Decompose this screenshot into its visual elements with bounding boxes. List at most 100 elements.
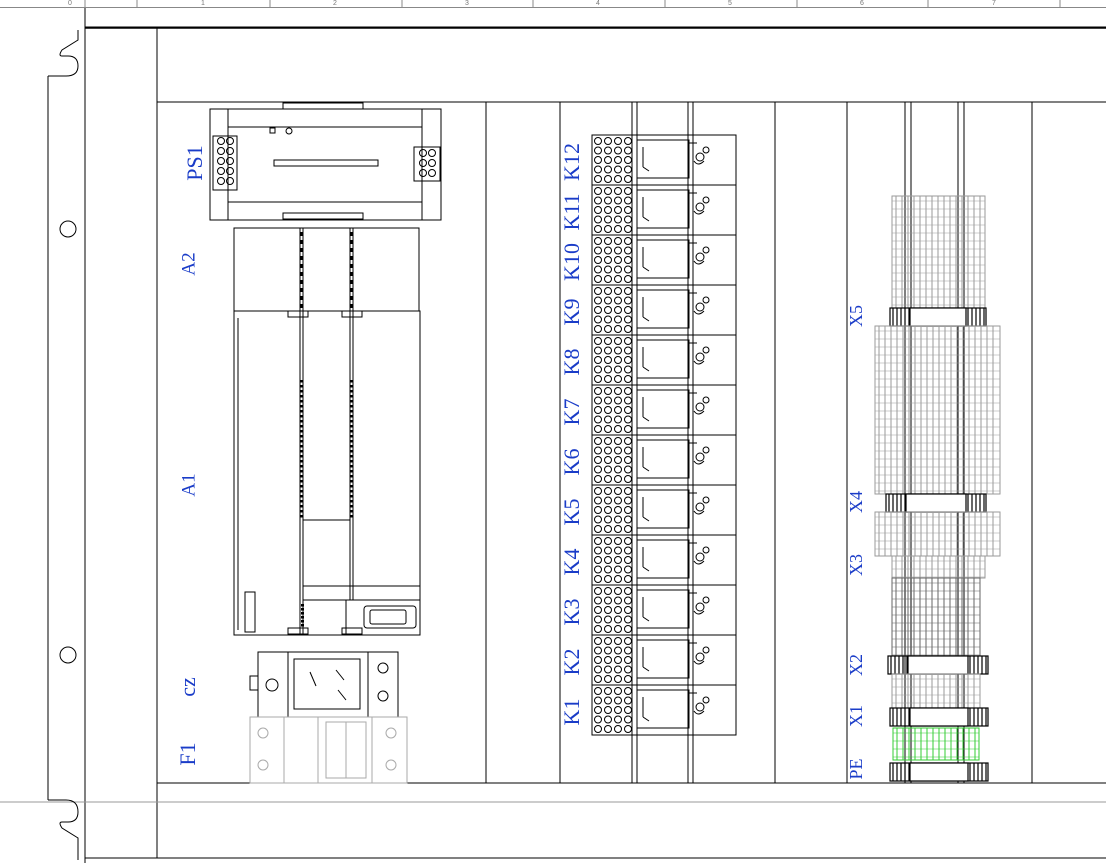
- relay-terminal-screw: [604, 356, 612, 364]
- relay-terminal-screw: [614, 606, 622, 614]
- relay-terminal-screw: [624, 196, 632, 205]
- relay-terminal-screw: [594, 196, 602, 205]
- plc-led: [300, 430, 303, 433]
- relay-terminal-screw: [604, 646, 612, 655]
- relay-terminal-screw: [594, 437, 602, 445]
- plc-led: [300, 400, 303, 403]
- relay-terminal-screw: [604, 165, 612, 174]
- plc-led: [350, 510, 353, 513]
- relay-terminal-screw: [614, 246, 622, 255]
- plc-led: [350, 410, 353, 413]
- plc-led: [300, 475, 303, 478]
- relay-terminal-screw: [594, 337, 602, 345]
- relay-terminal-screw: [594, 246, 602, 255]
- label-relay-k6: K6: [559, 449, 584, 476]
- relay-terminal-screw: [604, 237, 612, 245]
- ps1-input-screw: [217, 137, 225, 145]
- relay-terminal-screw: [614, 256, 622, 264]
- label-ps1: PS1: [182, 145, 207, 180]
- relay-terminal-screw: [594, 446, 602, 455]
- ruler-tick-1: 1: [201, 0, 205, 7]
- relay-terminal-screw: [604, 637, 612, 645]
- relay-terminal-screw: [594, 556, 602, 564]
- relay-terminal-screw: [614, 665, 622, 674]
- relay-k1: [591, 684, 737, 736]
- relay-terminal-screw: [594, 237, 602, 245]
- relay-terminal-screw: [604, 596, 612, 605]
- ps1-output-screw: [419, 149, 427, 157]
- plc-led: [301, 604, 304, 607]
- label-relay-k4: K4: [559, 549, 584, 576]
- plc-led: [300, 445, 303, 448]
- label-x2: X2: [846, 654, 866, 676]
- terminal-block-pe: [892, 727, 980, 761]
- terminal-block-x4: [874, 325, 1001, 495]
- plc-led: [350, 296, 353, 300]
- plc-led: [300, 390, 303, 393]
- relay-k3: [591, 584, 737, 636]
- relay-terminal-screw: [594, 575, 602, 583]
- relay-terminal-screw: [624, 606, 632, 614]
- relay-terminal-screw: [594, 356, 602, 364]
- plc-a1: [233, 310, 421, 636]
- relay-terminal-screw: [614, 615, 622, 624]
- relay-terminal-screw: [624, 187, 632, 195]
- plc-led: [350, 470, 353, 473]
- plc-led: [350, 248, 353, 252]
- relay-terminal-screw: [614, 565, 622, 574]
- relay-terminal-screw: [614, 356, 622, 364]
- relay-terminal-screw: [594, 496, 602, 505]
- relay-terminal-screw: [604, 546, 612, 555]
- end-stop-x2: [887, 655, 989, 675]
- relay-k12: [591, 134, 737, 186]
- relay-terminal-screw: [604, 146, 612, 155]
- relay-terminal-screw: [614, 406, 622, 414]
- relay-terminal-screw: [614, 206, 622, 214]
- terminal-block-x5: [891, 195, 986, 309]
- relay-din-rail: [631, 102, 694, 783]
- plc-led: [350, 450, 353, 453]
- relay-terminal-screw: [614, 556, 622, 564]
- plc-led: [300, 380, 303, 383]
- plc-led: [350, 232, 353, 236]
- plc-io-leds: [300, 232, 353, 627]
- relay-terminal-screw: [614, 715, 622, 724]
- relay-terminal-screw: [614, 446, 622, 455]
- relay-terminal-screw: [594, 546, 602, 555]
- ps1-output-screw: [428, 149, 436, 157]
- plc-led: [350, 475, 353, 478]
- plc-led: [350, 240, 353, 244]
- plc-led: [350, 304, 353, 308]
- power-supply-ps1: [209, 102, 442, 221]
- relay-terminal-screw: [614, 456, 622, 464]
- relay-terminal-screw: [614, 237, 622, 245]
- relay-terminal-screw: [614, 587, 622, 595]
- relay-terminal-screw: [604, 387, 612, 395]
- relay-terminal-screw: [614, 315, 622, 324]
- relay-terminal-screw: [604, 456, 612, 464]
- relay-terminal-screw: [594, 515, 602, 524]
- relay-terminal-screw: [624, 565, 632, 574]
- relay-terminal-screw: [624, 237, 632, 245]
- relay-k4: [591, 534, 737, 586]
- relay-terminal-screw: [614, 287, 622, 295]
- relay-terminal-screw: [594, 615, 602, 624]
- plc-led: [350, 485, 353, 488]
- relay-terminal-screw: [624, 715, 632, 724]
- ps1-output-screw: [428, 159, 436, 167]
- relay-k2: [591, 634, 737, 686]
- label-a2: A2: [178, 252, 199, 275]
- plc-led: [300, 440, 303, 443]
- relay-terminal-screw: [594, 406, 602, 414]
- relay-terminal-screw: [624, 246, 632, 255]
- plc-led: [300, 465, 303, 468]
- relay-terminal-screw: [624, 256, 632, 264]
- relay-terminal-screw: [594, 675, 602, 683]
- relay-terminal-screw: [594, 687, 602, 695]
- relay-terminal-screw: [614, 146, 622, 155]
- relay-terminal-screw: [614, 296, 622, 305]
- relay-terminal-screw: [614, 275, 622, 283]
- relay-terminal-screw: [614, 596, 622, 605]
- relay-terminal-screw: [624, 675, 632, 683]
- relay-terminal-screw: [624, 156, 632, 164]
